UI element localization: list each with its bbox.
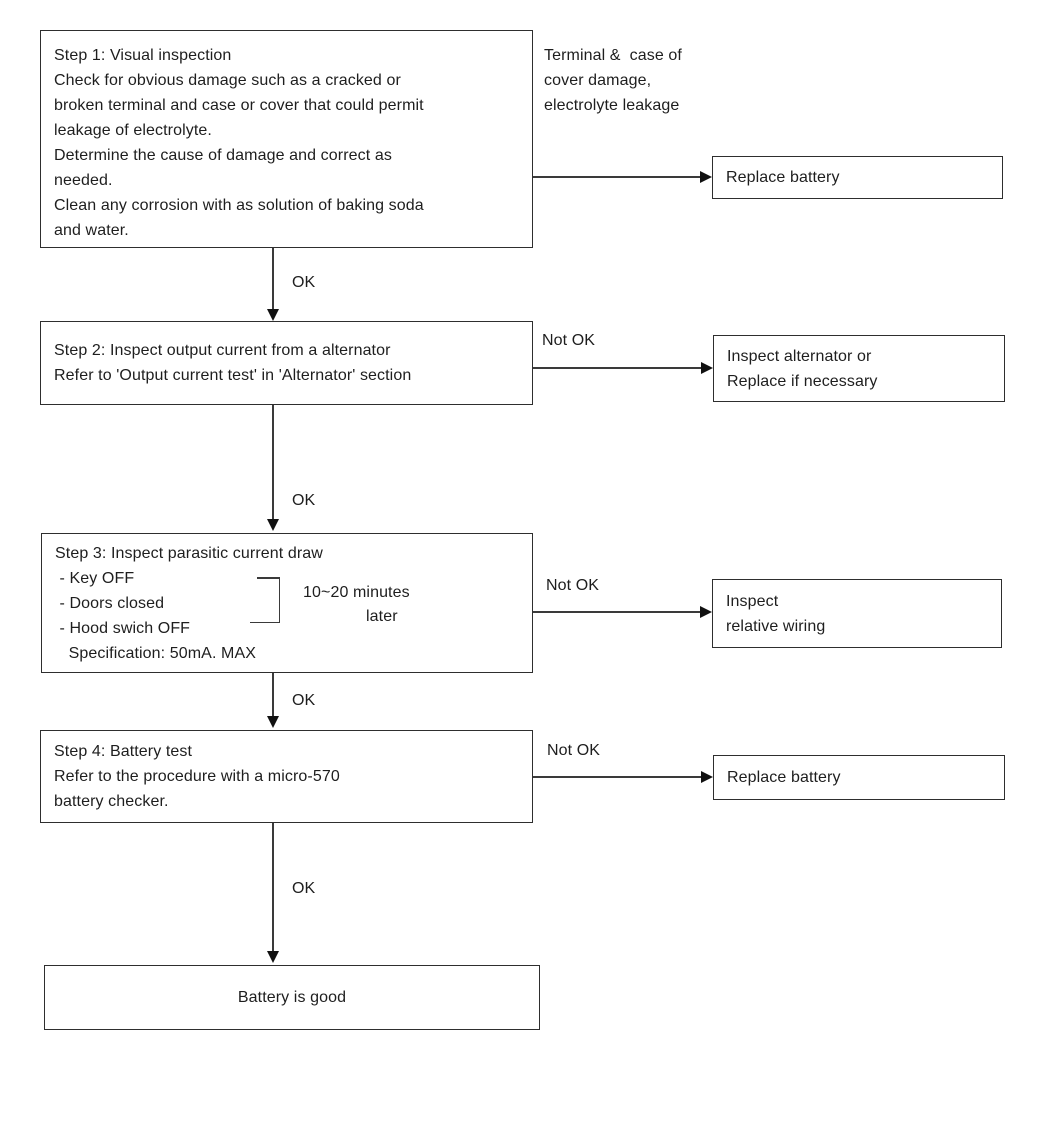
- ok-label-4: OK: [292, 880, 316, 897]
- step3-text: Step 3: Inspect parasitic current draw -…: [55, 544, 323, 662]
- connector-step3-step4-arrowhead-icon: [266, 716, 279, 728]
- not-ok-label-3: Not OK: [547, 742, 601, 759]
- not-ok-label-2: Not OK: [546, 577, 600, 594]
- inspect-wiring-text: Inspect relative wiring: [726, 592, 826, 635]
- replace-battery-box-2: Replace battery: [713, 755, 1005, 800]
- bracket-vertical: [278, 577, 281, 623]
- connector-step1-replace-line: [533, 176, 701, 178]
- inspect-alternator-box: Inspect alternator or Replace if necessa…: [713, 335, 1005, 402]
- connector-step3-wiring-arrowhead-icon: [700, 606, 712, 619]
- replace-battery-1-text: Replace battery: [726, 169, 840, 186]
- connector-step2-step3-arrowhead-icon: [266, 519, 279, 531]
- step4-text: Step 4: Battery test Refer to the proced…: [54, 743, 340, 810]
- step3-timing-line1: 10~20 minutes: [303, 584, 410, 601]
- bracket-top-tick: [257, 577, 280, 579]
- ok-label-3: OK: [292, 692, 316, 709]
- step1-fail-note: Terminal & case of cover damage, electro…: [544, 47, 682, 114]
- step2-box: Step 2: Inspect output current from a al…: [40, 321, 533, 405]
- bracket-bottom-tick: [250, 621, 280, 624]
- connector-step2-step3-line: [272, 405, 274, 520]
- connector-step3-step4-line: [272, 673, 274, 717]
- connector-step1-step2-arrowhead-icon: [266, 309, 279, 321]
- step1-box: Step 1: Visual inspection Check for obvi…: [40, 30, 533, 248]
- ok-label-2: OK: [292, 492, 316, 509]
- replace-battery-2-text: Replace battery: [727, 769, 841, 786]
- connector-step3-wiring-line: [533, 611, 701, 613]
- connector-step4-good-line: [272, 823, 274, 952]
- connector-step2-alternator-line: [533, 367, 702, 369]
- connector-step4-replace-arrowhead-icon: [701, 771, 713, 784]
- connector-step4-good-arrowhead-icon: [266, 951, 279, 963]
- replace-battery-box-1: Replace battery: [712, 156, 1003, 199]
- not-ok-label-1: Not OK: [542, 332, 596, 349]
- ok-label-1: OK: [292, 274, 316, 291]
- inspect-wiring-box: Inspect relative wiring: [712, 579, 1002, 648]
- connector-step1-step2-line: [272, 248, 274, 310]
- step4-box: Step 4: Battery test Refer to the proced…: [40, 730, 533, 823]
- step1-text: Step 1: Visual inspection Check for obvi…: [54, 47, 424, 239]
- battery-good-text: Battery is good: [237, 989, 347, 1006]
- step2-text: Step 2: Inspect output current from a al…: [54, 342, 412, 384]
- battery-good-box: Battery is good: [44, 965, 540, 1030]
- step3-box: Step 3: Inspect parasitic current draw -…: [41, 533, 533, 673]
- connector-step4-replace-line: [533, 776, 702, 778]
- connector-step1-replace-arrowhead-icon: [700, 171, 712, 184]
- connector-step2-alternator-arrowhead-icon: [701, 362, 713, 375]
- step3-timing-line2: later: [366, 608, 398, 625]
- inspect-alternator-text: Inspect alternator or Replace if necessa…: [727, 347, 878, 390]
